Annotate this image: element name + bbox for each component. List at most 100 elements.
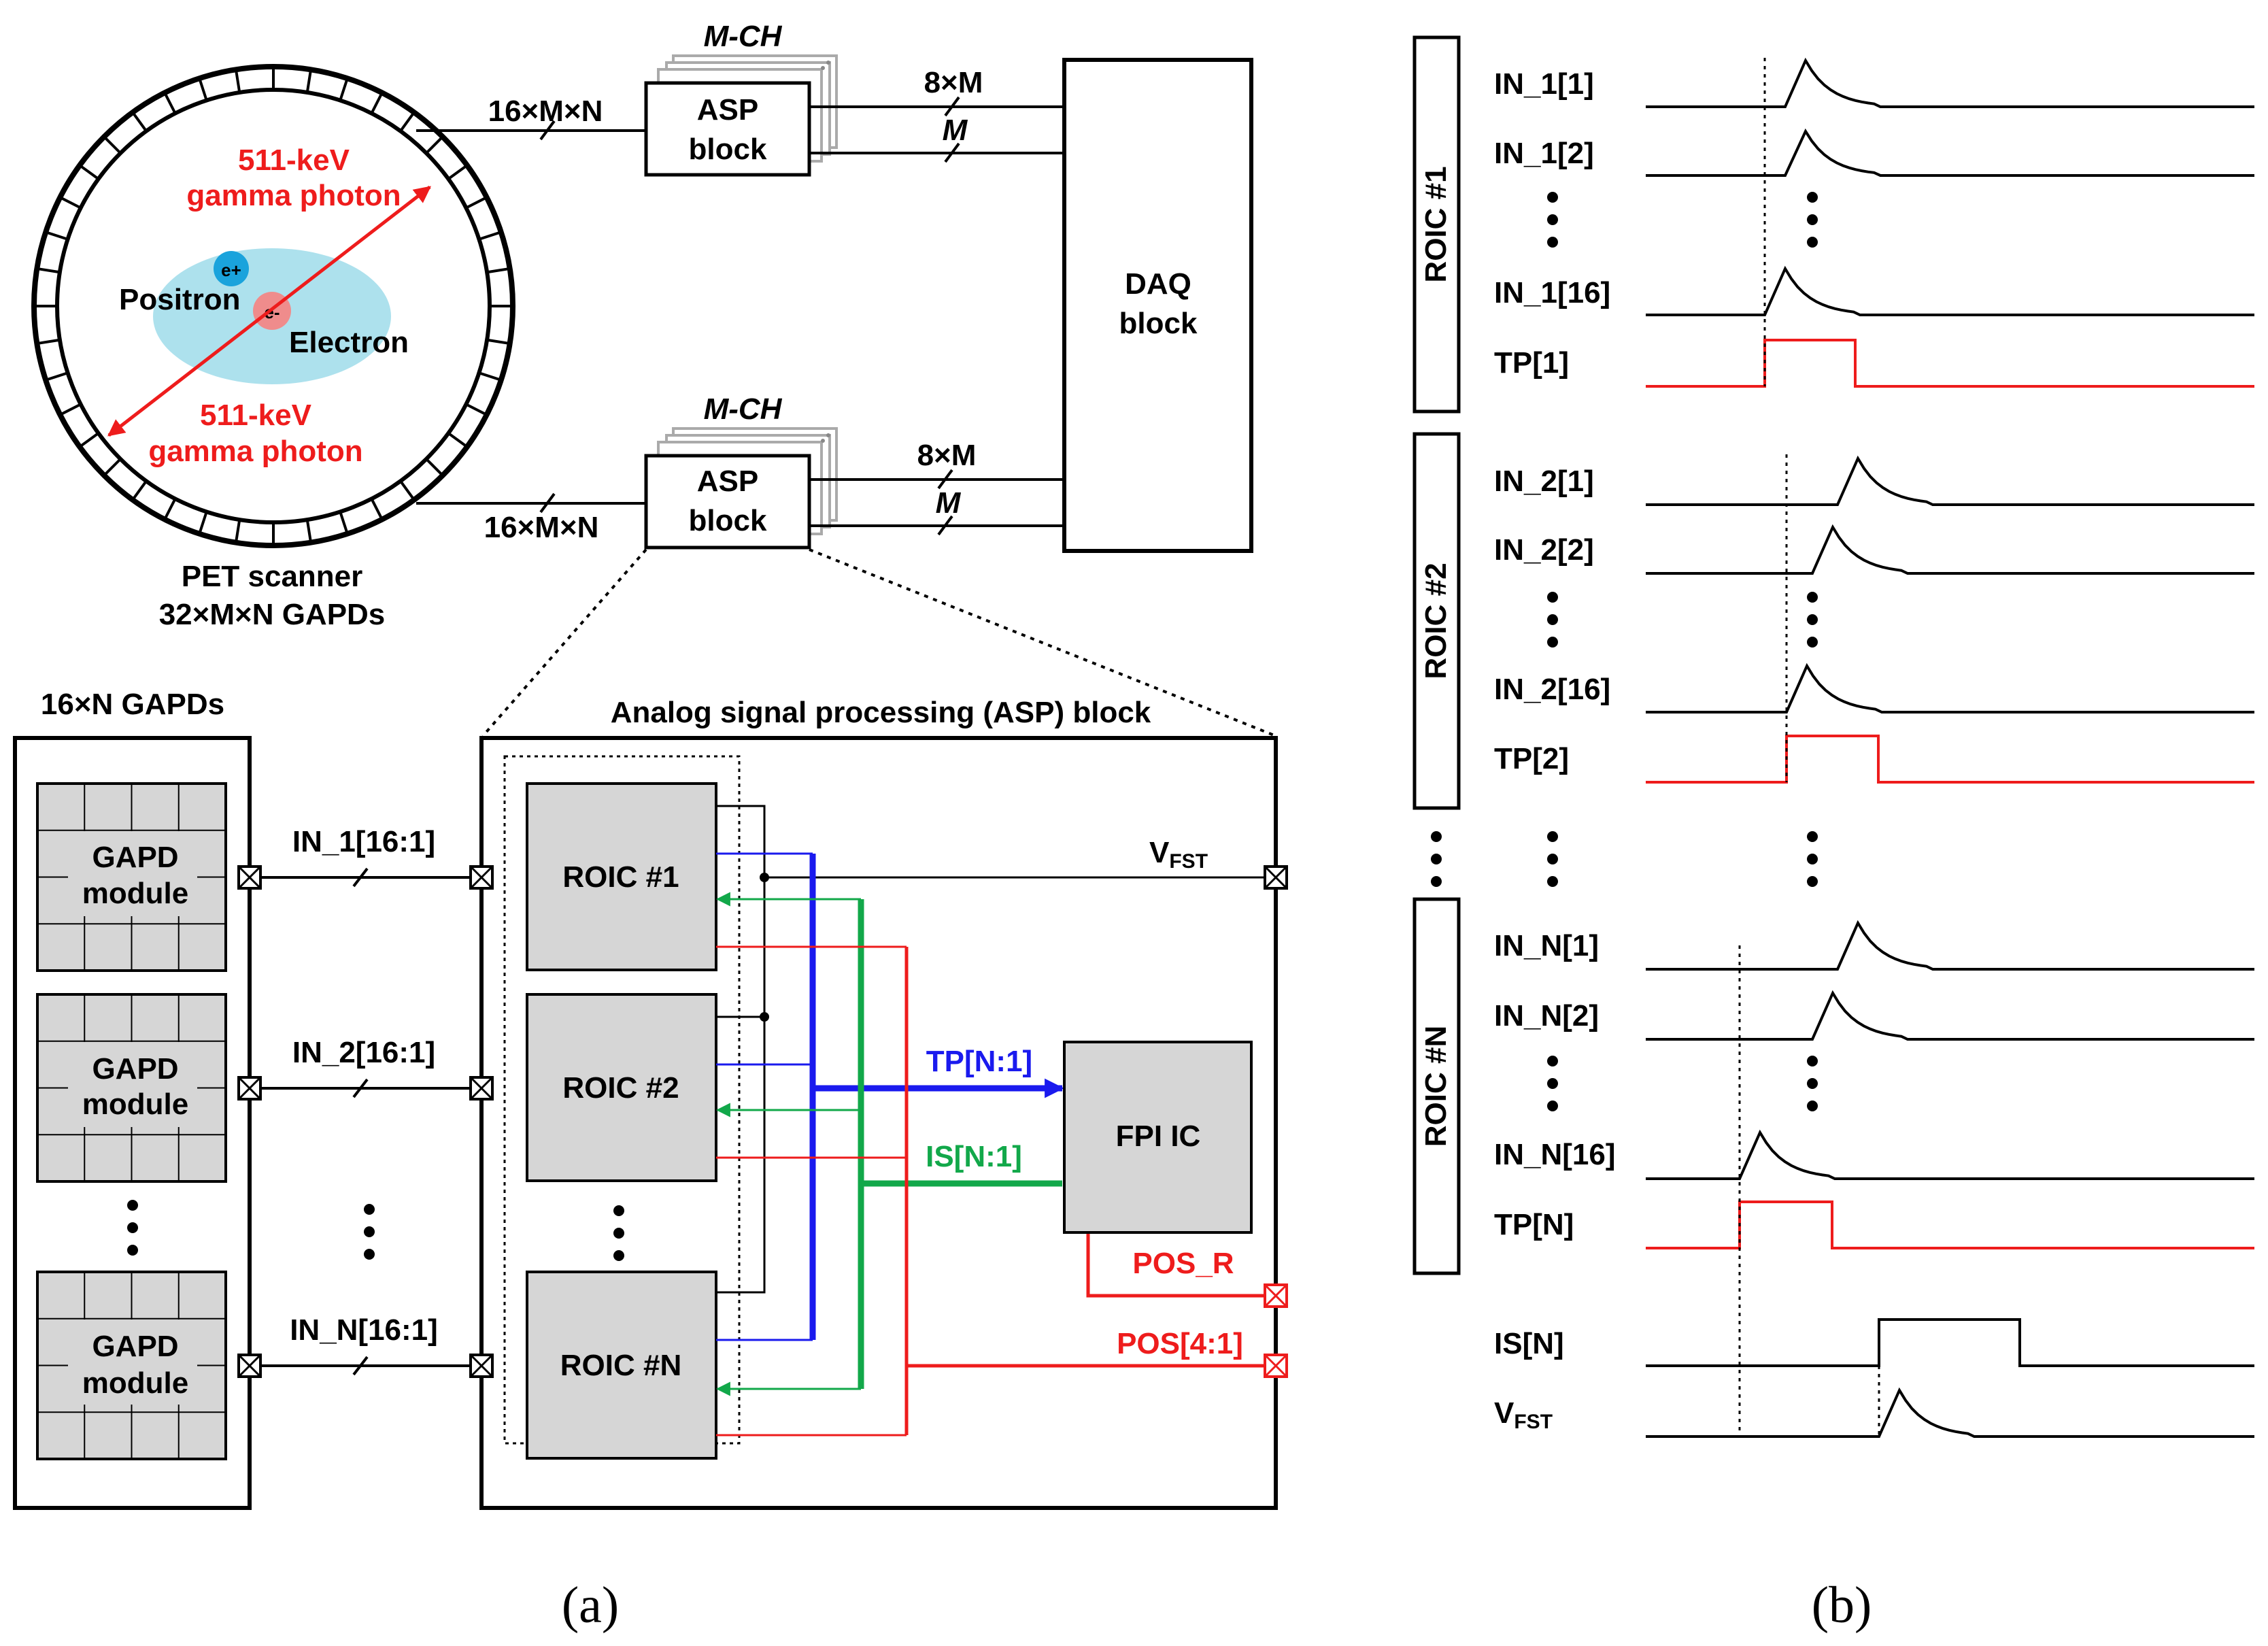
roic-group-outline — [503, 755, 741, 1445]
ellipsis-dot — [1547, 237, 1558, 248]
pulse-waveform — [1646, 735, 2254, 784]
ellipsis-dot — [1807, 637, 1818, 648]
asp-bottom-label2: block — [689, 504, 767, 537]
pet-title: PET scanner — [182, 560, 363, 593]
ellipsis-dot — [1547, 854, 1558, 864]
daq-label2: block — [1119, 307, 1198, 340]
ellipsis-dot — [1807, 876, 1818, 887]
gapd-ellipsis — [127, 1200, 138, 1256]
ring-segment — [399, 112, 416, 132]
asp-top-label2: block — [689, 133, 767, 166]
photon-bottom-line1: 511-keV — [200, 399, 312, 432]
ellipsis-dot — [1547, 1056, 1558, 1066]
panel-a: e+ e- Positron Electron 511-keV gamma ph… — [13, 20, 1288, 1634]
roic-n-bar — [1412, 897, 1461, 1275]
input-waveform — [1646, 662, 2254, 713]
vfst-label: VFST — [1149, 836, 1208, 873]
ring-segment — [305, 69, 313, 93]
ring-segment — [425, 135, 444, 154]
gapd-module-1-line2: module — [82, 877, 188, 910]
input-label-n: IN_N[16:1] — [290, 1313, 438, 1347]
input-waveform — [1646, 1387, 2254, 1438]
ring-segment — [79, 432, 99, 448]
ellipsis-dot — [1807, 831, 1818, 842]
ring-segment — [399, 480, 416, 501]
ring-segment — [478, 371, 502, 382]
roic-n-bar-label: ROIC #N — [1419, 1026, 1453, 1147]
ellipsis-dot — [1547, 214, 1558, 225]
tp-1: TP[1] — [1494, 346, 1569, 380]
scanner-ring-segments — [34, 67, 513, 545]
gapd-label-bg — [68, 1042, 197, 1127]
ellipsis-dot — [1431, 854, 1442, 864]
gapd-label-bg — [68, 831, 197, 916]
io-pad-cross — [237, 865, 262, 890]
ring-segment — [305, 519, 313, 543]
input-waveform — [1646, 920, 2254, 971]
roic-ellipsis — [613, 1205, 624, 1261]
input-waveform — [1646, 265, 2254, 316]
bus-bottom-label: 16×M×N — [484, 511, 599, 544]
ring-segment — [59, 403, 82, 416]
pos-wiring — [716, 945, 1276, 1437]
ring-segment — [465, 403, 488, 416]
roic-2-label: ROIC #2 — [562, 1071, 679, 1105]
daq-label1: DAQ — [1125, 267, 1191, 301]
tp-wiring — [716, 852, 1064, 1341]
gapd-module-1-line1: GAPD — [92, 841, 178, 874]
daq-block — [1062, 58, 1253, 553]
ring-segment — [486, 267, 510, 274]
asp-bottom-ch: M-CH — [704, 392, 783, 426]
asp-top-ch: M-CH — [704, 20, 783, 53]
ring-segment — [79, 164, 99, 180]
tp-n: TP[N] — [1494, 1208, 1574, 1241]
input-waveform — [1646, 57, 2254, 108]
ring-segment — [198, 78, 208, 101]
caption-b: (b) — [1812, 1577, 1872, 1634]
input-label-2: IN_2[16:1] — [292, 1036, 435, 1069]
io-pad-cross — [469, 1076, 494, 1101]
ring-segment — [45, 231, 69, 241]
gapd-modules — [36, 782, 227, 1460]
input-waveform — [1646, 524, 2254, 575]
ellipsis-dot — [1547, 1078, 1558, 1089]
sig-2-1: IN_2[1] — [1494, 465, 1594, 498]
pulse-waveform — [1646, 1200, 2254, 1249]
roic-n-label: ROIC #N — [560, 1349, 681, 1382]
asp-top-bus1: 8×M — [924, 66, 983, 99]
positron-symbol: e+ — [221, 260, 241, 280]
ring-segment — [163, 92, 177, 114]
ring-segment — [370, 92, 384, 114]
ellipsis-dot — [1807, 854, 1818, 864]
vfst-wiring — [716, 805, 1276, 1294]
gapd-module-3-line1: GAPD — [92, 1330, 178, 1363]
ring-segment — [339, 511, 349, 535]
ellipsis-dot — [1807, 1101, 1818, 1111]
roic-1-bar-label: ROIC #1 — [1419, 166, 1453, 282]
gapds-title: 16×N GAPDs — [41, 688, 224, 721]
pos-r-label: POS_R — [1132, 1247, 1234, 1280]
ring-segment — [103, 458, 122, 477]
ellipsis-dot — [1547, 876, 1558, 887]
ellipsis-dot — [1547, 592, 1558, 603]
gapd-module-3-line2: module — [82, 1366, 188, 1400]
input-waveform — [1646, 990, 2254, 1041]
asp-block-top: M-CH ASP block — [644, 20, 838, 177]
io-pad-cross — [1264, 1354, 1288, 1378]
io-pads — [237, 865, 1288, 1378]
asp-block-title: Analog signal processing (ASP) block — [611, 696, 1151, 729]
ring-segment — [447, 164, 468, 180]
ring-segment — [37, 338, 61, 346]
ring-segment — [486, 338, 510, 346]
zoom-lines — [481, 548, 1276, 737]
asp-top-label1: ASP — [697, 93, 758, 127]
sig-1-16: IN_1[16] — [1494, 276, 1610, 309]
roic-2-bar-label: ROIC #2 — [1419, 562, 1453, 679]
ellipsis-dot — [1431, 831, 1442, 842]
timing-waveforms — [1646, 57, 2254, 1438]
pulse-waveform — [1646, 1318, 2254, 1367]
ellipsis-dot — [1807, 214, 1818, 225]
bus-top-label: 16×M×N — [488, 95, 603, 128]
ring-segment — [339, 78, 349, 101]
